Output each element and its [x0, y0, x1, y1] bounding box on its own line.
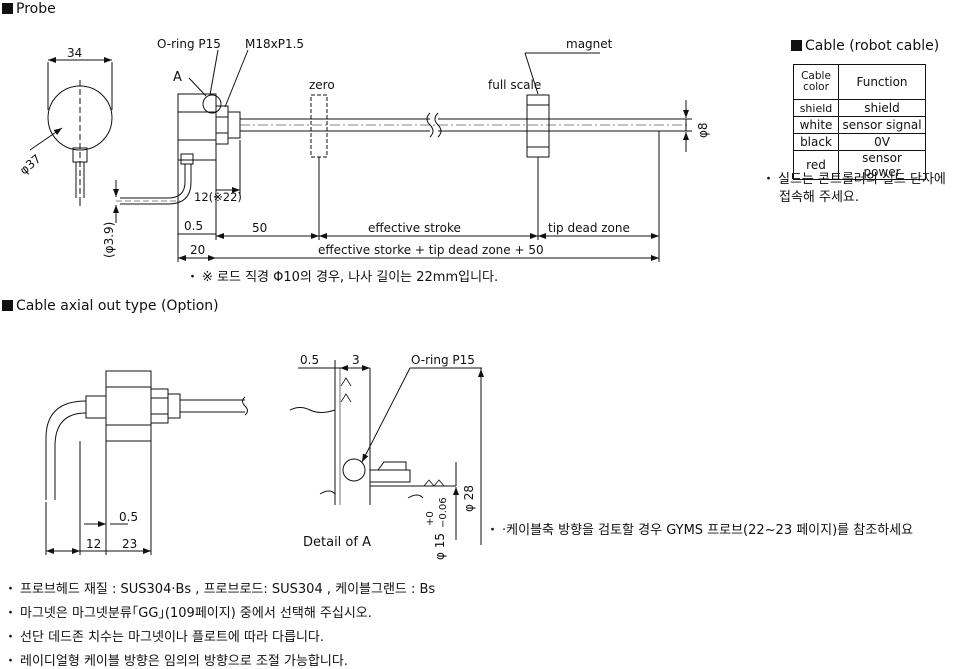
table-cell: 0V [838, 133, 926, 151]
table-cell: sensor signal [838, 116, 926, 134]
thread-section [227, 111, 241, 139]
shield-note-line-2: 접속해 주세요. [779, 190, 860, 205]
full-scale-label: full scale [488, 78, 541, 92]
axial-cable-gland [85, 395, 107, 419]
cable-gland-radial [180, 153, 194, 165]
dim-12-22: 12(※22) [194, 190, 242, 204]
zero-magnet-position [310, 94, 328, 158]
effective-stroke-label: effective stroke [368, 221, 461, 235]
tolerance-minus: −0.06 [438, 497, 449, 528]
table-header-function: Function [838, 64, 926, 100]
axial-thread [167, 393, 181, 419]
axial-head-block [105, 370, 152, 442]
dim-0-5-detail: 0.5 [300, 353, 319, 367]
tolerance-plus: +0 [425, 511, 436, 526]
material-note: ・프로브헤드 재질 : SUS304·Bs , 프로브로드: SUS304 , … [4, 582, 436, 597]
section-cable-table: Cable (robot cable) [791, 38, 939, 54]
total-length-label: effective storke + tip dead zone + 50 [318, 243, 544, 257]
detail-a-view [289, 360, 484, 545]
section-probe-title: Probe [16, 1, 56, 17]
probe-head-side-view [29, 57, 113, 206]
table-cell: red [793, 150, 839, 180]
section-probe: Probe [2, 1, 56, 17]
table-cell: black [793, 133, 839, 151]
dim-phi-28: φ 28 [462, 485, 476, 512]
hex-nut [215, 105, 229, 145]
table-cell: sensor power [838, 150, 926, 180]
detail-o-ring [342, 458, 366, 482]
dim-phi-8: φ8 [696, 122, 710, 138]
dim-3-detail: 3 [352, 353, 360, 367]
dim-phi-15: φ 15 [433, 533, 447, 560]
axial-cable [45, 400, 87, 500]
dead-zone-note: ・선단 데드존 치수는 마그넷이나 플로트에 따라 다릅니다. [4, 630, 325, 645]
cable-direction-note: ・레이디얼형 케이블 방향은 임의의 방향으로 조절 가능합니다. [4, 654, 348, 669]
detail-a-callout: A [173, 70, 182, 85]
table-header-row: Cable color Function [793, 64, 926, 100]
dim-50: 50 [252, 221, 267, 235]
shield-note-line-1: ・실드는 콘트롤러의 실드 단자에 [762, 172, 946, 187]
section-cable-table-title: Cable (robot cable) [805, 38, 940, 54]
magnet-label: magnet [566, 37, 613, 51]
probe-head-block [177, 93, 217, 161]
dim-phi-37: φ37 [17, 152, 44, 178]
axial-hex-nut [150, 388, 169, 424]
section-axial-title: Cable axial out type (Option) [16, 298, 219, 314]
table-cell: shield [793, 99, 839, 117]
o-ring-circle [202, 94, 222, 114]
table-header-cable-color: Cable color [793, 64, 839, 100]
radial-cable [120, 164, 186, 199]
axial-view [45, 370, 248, 555]
dim-23-axial: 23 [122, 537, 137, 551]
detail-a-title: Detail of A [303, 535, 371, 550]
dim-20: 20 [190, 243, 205, 257]
dim-0-5-probe: 0.5 [184, 219, 203, 233]
probe-main-view [113, 49, 692, 262]
axial-reference-note: ・·케이블축 방향을 검토할 경우 GYMS 프로브(22~23 페이지)를 참… [486, 523, 914, 538]
magnet-selection-note: ・마그넷은 마그넷분류｢GG｣(109페이지) 중에서 선택해 주십시오. [4, 606, 372, 621]
thread-label: M18xP1.5 [245, 37, 304, 51]
o-ring-detail-label: O-ring P15 [411, 353, 475, 367]
dim-34: 34 [67, 46, 82, 60]
rod-diameter-note: ・※ 로드 직경 Φ10의 경우, 나사 길이는 22mm입니다. [186, 270, 499, 285]
magnet [526, 94, 550, 158]
table-cell: shield [838, 99, 926, 117]
dim-phi-3-9: (φ3.9) [102, 222, 116, 258]
zero-label: zero [309, 78, 335, 92]
table-cell: white [793, 116, 839, 134]
dim-0-5-axial: 0.5 [119, 510, 138, 524]
dim-12-axial: 12 [86, 537, 101, 551]
o-ring-label: O-ring P15 [157, 37, 221, 51]
tip-dead-zone-label: tip dead zone [548, 221, 630, 235]
section-axial: Cable axial out type (Option) [2, 298, 219, 314]
